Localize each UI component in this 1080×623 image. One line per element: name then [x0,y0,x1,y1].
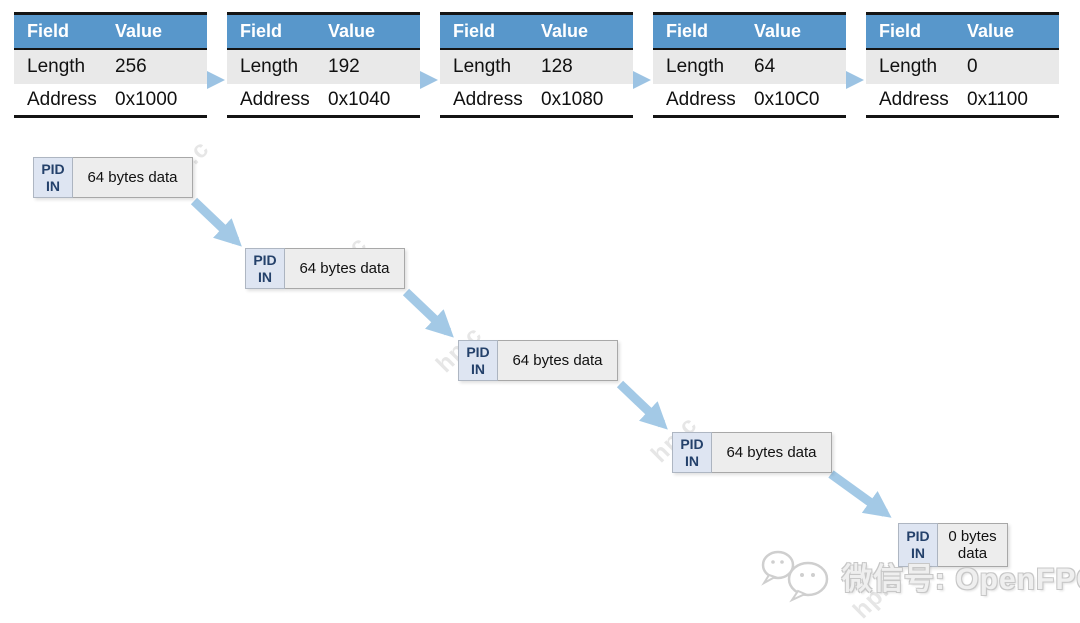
pid-cell: PID IN [458,340,498,381]
data-cell: 64 bytes data [712,432,832,473]
pid-cell: PID IN [33,157,73,198]
row-label: Length [27,56,86,77]
row-value: 0 [967,56,978,77]
table-row-length: Length 128 [440,50,633,84]
transfer-arrow-2 [402,288,454,338]
descriptor-table-1: Field Value Length 256 Address 0x1000 [14,12,207,118]
table-row-length: Length 192 [227,50,420,84]
packet-5: PID IN 0 bytes data [898,523,1008,567]
packet-4: PID IN 64 bytes data [672,432,832,473]
row-label: Length [666,56,725,77]
row-value: 256 [115,56,147,77]
row-label: Length [879,56,938,77]
data-cell: 64 bytes data [285,248,405,289]
pid-label: PID [253,251,277,268]
descriptor-table-5: Field Value Length 0 Address 0x1100 [866,12,1059,118]
pid-label: PID [680,435,704,452]
field-column-header: Field [666,21,709,41]
pid-label: PID [466,343,490,360]
pid-label: PID [41,160,65,177]
row-value: 0x10C0 [754,88,820,110]
token-label: IN [685,452,699,469]
table-header: Field Value [653,15,846,50]
field-column-header: Field [453,21,496,41]
row-value: 0x1040 [328,88,391,110]
table-row-address: Address 0x1040 [227,84,420,115]
transfer-arrow-4 [828,470,892,518]
transfer-arrow-3 [616,380,668,430]
data-cell: 64 bytes data [498,340,618,381]
field-column-header: Field [879,21,922,41]
data-cell: 64 bytes data [73,157,193,198]
next-table-arrow-icon [633,71,651,89]
watermark-text: 微信号: OpenFPGA [842,563,1080,596]
row-value: 64 [754,56,776,77]
token-label: IN [471,360,485,377]
data-cell: 0 bytes data [938,523,1008,567]
pid-cell: PID IN [245,248,285,289]
table-row-address: Address 0x1000 [14,84,207,115]
field-column-header: Field [240,21,283,41]
row-label: Address [666,88,736,110]
table-row-address: Address 0x1100 [866,84,1059,115]
token-label: IN [46,177,60,194]
pid-cell: PID IN [672,432,712,473]
value-column-header: Value [115,21,163,41]
row-value: 0x1100 [967,88,1028,110]
row-value: 192 [328,56,360,77]
pid-cell: PID IN [898,523,938,567]
table-row-address: Address 0x1080 [440,84,633,115]
row-label: Length [453,56,512,77]
table-row-length: Length 0 [866,50,1059,84]
watermark: 微信号: OpenFPGA [756,548,1080,604]
row-label: Address [453,88,523,110]
next-table-arrow-icon [846,71,864,89]
packet-3: PID IN 64 bytes data [458,340,618,381]
packet-2: PID IN 64 bytes data [245,248,405,289]
table-header: Field Value [866,15,1059,50]
table-row-length: Length 256 [14,50,207,84]
row-label: Address [240,88,310,110]
next-table-arrow-icon [420,71,438,89]
value-column-header: Value [541,21,589,41]
table-row-length: Length 64 [653,50,846,84]
packet-1: PID IN 64 bytes data [33,157,193,198]
pid-label: PID [906,528,930,545]
transfer-arrow-1 [190,197,242,247]
row-label: Address [27,88,97,110]
table-header: Field Value [440,15,633,50]
row-value: 0x1000 [115,88,178,110]
value-column-header: Value [967,21,1015,41]
token-label: IN [258,268,272,285]
descriptor-table-4: Field Value Length 64 Address 0x10C0 [653,12,846,118]
wechat-icon [761,550,829,603]
row-value: 0x1080 [541,88,604,110]
table-row-address: Address 0x10C0 [653,84,846,115]
row-label: Address [879,88,949,110]
table-header: Field Value [14,15,207,50]
field-column-header: Field [27,21,70,41]
value-column-header: Value [328,21,376,41]
token-label: IN [911,545,925,561]
row-value: 128 [541,56,573,77]
row-label: Length [240,56,299,77]
table-header: Field Value [227,15,420,50]
descriptor-table-2: Field Value Length 192 Address 0x1040 [227,12,420,118]
descriptor-table-3: Field Value Length 128 Address 0x1080 [440,12,633,118]
value-column-header: Value [754,21,802,41]
next-table-arrow-icon [207,71,225,89]
